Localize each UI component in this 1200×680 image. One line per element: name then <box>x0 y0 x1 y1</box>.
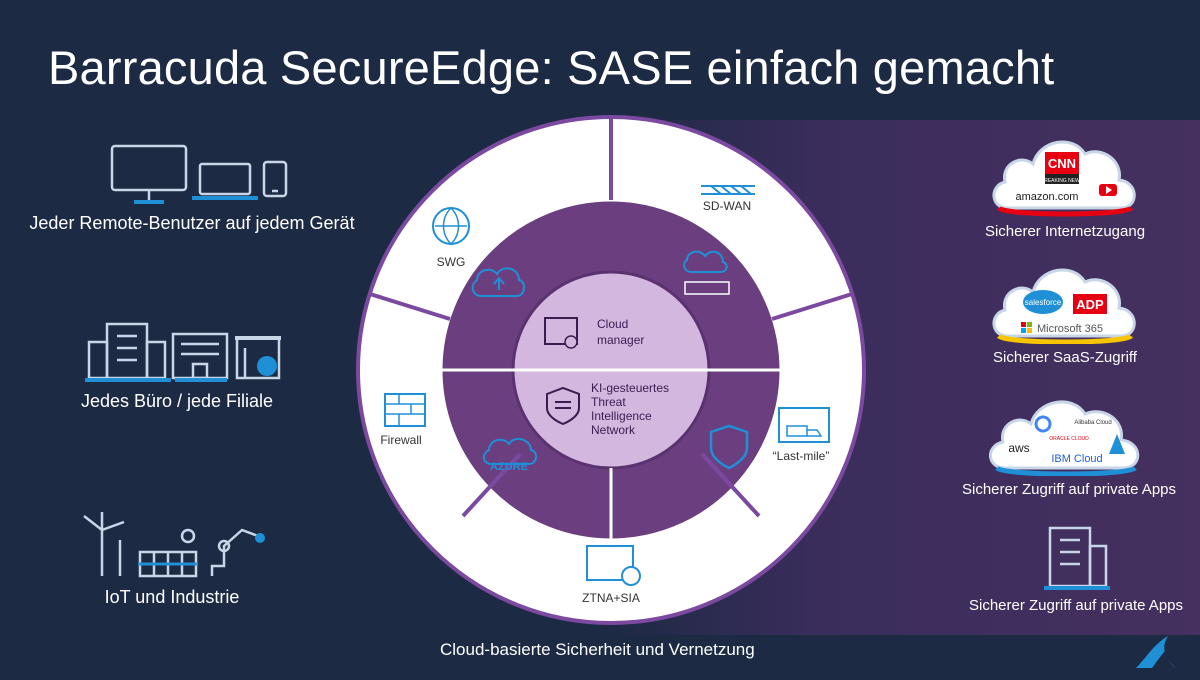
salesforce-logo: salesforce <box>1025 298 1062 307</box>
threat-label-line3: Intelligence <box>591 409 652 423</box>
threat-intelligence-center: KI-gesteuertes Threat Intelligence Netwo… <box>546 381 669 437</box>
barracuda-logo <box>1136 636 1176 668</box>
ztna-segment: ZTNA+SIA <box>582 545 641 605</box>
cnn-logo: CNN <box>1048 156 1076 171</box>
left-item-offices: Jedes Büro / jede Filiale <box>12 320 342 412</box>
cloud-saas-icon: salesforce ADP Microsoft 365 <box>992 268 1136 345</box>
ibm-cloud-logo: IBM Cloud <box>1051 453 1102 465</box>
cloud-cnn-amazon-icon: CNN BREAKING NEWS amazon.com <box>992 140 1136 217</box>
cloud-providers-icon: Alibaba Cloud ORACLE CLOUD aws IBM Cloud <box>989 400 1140 477</box>
sdwan-segment: SD-WAN <box>701 185 755 213</box>
threat-label-line2: Threat <box>591 395 626 409</box>
right-item-internet: CNN BREAKING NEWS amazon.com Sicherer In… <box>965 124 1165 240</box>
left-item-label: Jeder Remote-Benutzer auf jedem Gerät <box>29 213 355 233</box>
right-item-label: Sicherer Zugriff auf private Apps <box>969 597 1183 614</box>
left-item-label: IoT und Industrie <box>104 587 240 607</box>
left-item-remote-users: Jeder Remote-Benutzer auf jedem Gerät <box>12 142 372 234</box>
cloud-manager-center: Cloud manager <box>544 317 644 349</box>
oracle-logo: ORACLE CLOUD <box>1049 436 1089 442</box>
right-item-label: Sicherer SaaS-Zugriff <box>993 349 1137 366</box>
cloud-server-icon <box>683 250 730 295</box>
right-item-saas: salesforce ADP Microsoft 365 Sicherer Sa… <box>965 254 1165 366</box>
cloud-upload-icon <box>471 267 525 297</box>
microsoft365-logo: Microsoft 365 <box>1037 323 1103 335</box>
shield-icon <box>709 424 749 470</box>
devices-icon <box>110 144 288 204</box>
dashboard-icon <box>544 317 578 345</box>
lastmile-segment: “Last-mile” <box>773 407 830 463</box>
azure-a-icon <box>1109 434 1125 454</box>
sase-wheel-diagram: SWG SD-WAN Firewall “Last-mile” ZTNA+SIA… <box>356 115 866 625</box>
cloud-manager-label-line1: Cloud <box>597 317 628 331</box>
azure-label: AZURE <box>490 461 528 473</box>
left-item-iot: IoT und Industrie <box>22 510 322 608</box>
page-title: Barracuda SecureEdge: SASE einfach gemac… <box>48 41 1055 94</box>
datacenter-building-icon <box>1044 526 1110 590</box>
lastmile-label: “Last-mile” <box>773 449 830 463</box>
left-item-label: Jedes Büro / jede Filiale <box>80 391 274 411</box>
aws-logo: aws <box>1008 441 1029 455</box>
industry-icon <box>83 512 265 578</box>
right-item-label: Sicherer Internetzugang <box>984 223 1146 240</box>
threat-label-line1: KI-gesteuertes <box>591 381 669 395</box>
swg-label: SWG <box>437 255 466 269</box>
swg-segment: SWG <box>432 207 470 269</box>
right-item-private-apps-datacenter: Sicherer Zugriff auf private Apps <box>958 522 1194 614</box>
threat-label-line4: Network <box>591 423 636 437</box>
ztna-window-icon <box>586 545 634 581</box>
breaking-news-logo: BREAKING NEWS <box>1041 178 1084 184</box>
firewall-label: Firewall <box>380 433 421 447</box>
cloud-manager-label-line2: manager <box>597 333 644 347</box>
adp-logo: ADP <box>1076 297 1104 312</box>
azure-cloud-icon: AZURE <box>483 437 537 473</box>
ztna-label: ZTNA+SIA <box>582 591 640 605</box>
sdwan-label: SD-WAN <box>703 199 751 213</box>
shield-layers-icon <box>546 386 580 426</box>
right-item-label: Sicherer Zugriff auf private Apps <box>962 481 1176 498</box>
firewall-segment: Firewall <box>380 393 426 447</box>
buildings-icon <box>85 322 281 382</box>
amazon-logo: amazon.com <box>1016 191 1079 203</box>
sdwan-logo-icon <box>701 185 755 195</box>
truck-window-icon <box>778 407 830 443</box>
firewall-icon <box>384 393 426 427</box>
footer-caption: Cloud-basierte Sicherheit und Vernetzung <box>440 640 755 659</box>
right-item-private-apps-cloud: Alibaba Cloud ORACLE CLOUD aws IBM Cloud… <box>962 388 1176 498</box>
alibaba-logo: Alibaba Cloud <box>1074 420 1111 426</box>
